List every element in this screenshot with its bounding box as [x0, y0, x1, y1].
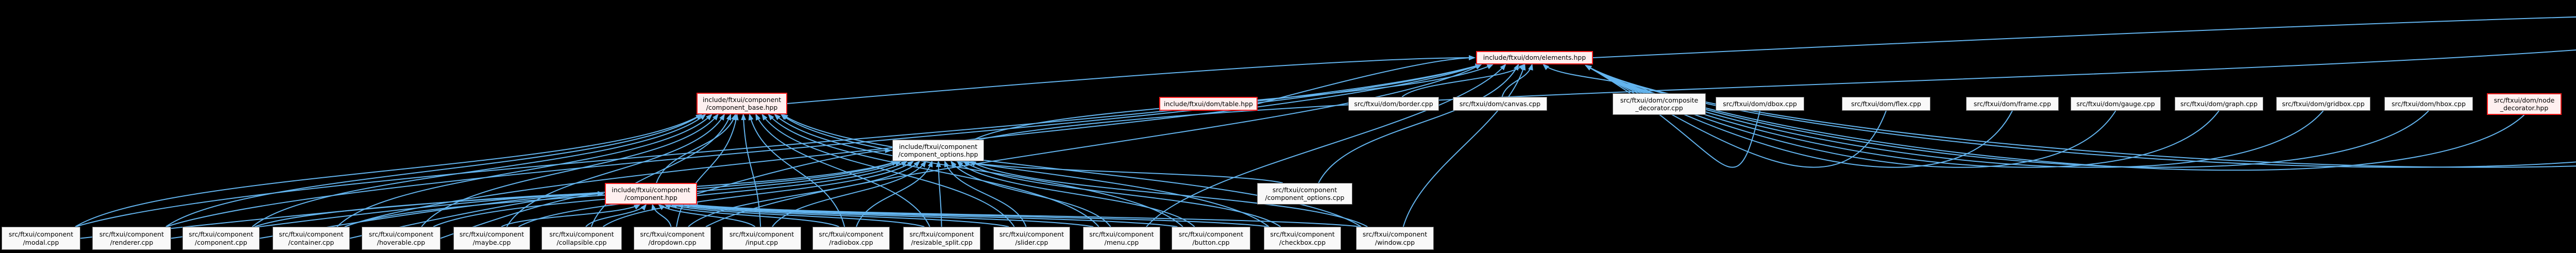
graph-edge [950, 160, 1111, 227]
graph-edge [772, 160, 927, 227]
graph-node-dropdown_cpp[interactable]: src/ftxui/component /dropdown.cpp [634, 227, 711, 250]
graph-node-menu_cpp[interactable]: src/ftxui/component /menu.cpp [1083, 227, 1160, 250]
graph-edge [75, 63, 1482, 227]
graph-node-border_cpp[interactable]: src/ftxui/dom/border.cpp [1348, 97, 1439, 111]
graph-edge [1592, 16, 2576, 58]
graph-edge [691, 203, 1269, 227]
graph-node-gauge_cpp[interactable]: src/ftxui/dom/gauge.cpp [2071, 97, 2161, 111]
graph-node-node_decorator_hpp[interactable]: src/ftxui/dom/node _decorator.hpp [2487, 93, 2562, 115]
graph-edge [656, 113, 736, 183]
graph-edge [651, 204, 672, 227]
graph-node-gridbox_cpp[interactable]: src/ftxui/dom/gridbox.cpp [2276, 97, 2370, 111]
graph-node-frame_cpp[interactable]: src/ftxui/dom/frame.cpp [1966, 97, 2059, 111]
graph-edge [254, 160, 899, 227]
graph-edge [936, 160, 942, 227]
graph-edge [252, 113, 706, 227]
graph-edge [962, 160, 1281, 227]
graph-edge [590, 113, 732, 227]
graph-edge [1585, 65, 2219, 168]
graph-node-container_cpp[interactable]: src/ftxui/component /container.cpp [273, 227, 350, 250]
graph-node-radiobox_cpp[interactable]: src/ftxui/component /radiobox.cpp [812, 227, 890, 250]
graph-edge [944, 160, 1027, 227]
graph-edge [506, 113, 725, 227]
graph-edge [336, 113, 713, 227]
graph-node-checkbox_cpp[interactable]: src/ftxui/component /checkbox.cpp [1264, 227, 1341, 250]
graph-edge [1501, 63, 1533, 97]
graph-node-collapsible_cpp[interactable]: src/ftxui/component /collapsible.cpp [541, 227, 622, 250]
graph-edge [518, 161, 908, 227]
graph-node-table_hpp[interactable]: include/ftxui/dom/table.hpp [1159, 97, 1258, 111]
graph-edge [683, 203, 1094, 227]
graph-node-component_hpp[interactable]: include/ftxui/component /component.hpp [605, 183, 697, 205]
graph-edge [1585, 65, 2116, 168]
graph-node-component_cpp[interactable]: src/ftxui/component /component.cpp [182, 227, 260, 250]
graph-node-renderer_cpp[interactable]: src/ftxui/component /renderer.cpp [92, 227, 171, 250]
graph-node-canvas_cpp[interactable]: src/ftxui/dom/canvas.cpp [1453, 97, 1547, 111]
graph-edge [1585, 65, 1887, 168]
graph-node-flex_cpp[interactable]: src/ftxui/dom/flex.cpp [1842, 97, 1930, 111]
graph-node-hoverable_cpp[interactable]: src/ftxui/component /hoverable.cpp [362, 227, 440, 250]
graph-edge [165, 63, 1482, 227]
graph-node-slider_cpp[interactable]: src/ftxui/component /slider.cpp [993, 227, 1070, 250]
graph-edge [1146, 63, 1506, 227]
graph-edge [676, 203, 1009, 227]
graph-edge [1257, 55, 1476, 105]
graph-edge [969, 161, 1368, 227]
graph-edge [501, 204, 641, 227]
graph-edge [1402, 63, 1526, 227]
graph-node-component_base_hpp[interactable]: include/ftxui/component /component_base.… [697, 93, 787, 114]
graph-node-hbox_cpp[interactable]: src/ftxui/dom/hbox.cpp [2384, 97, 2473, 111]
graph-edge [165, 113, 703, 227]
graph-node-maybe_cpp[interactable]: src/ftxui/component /maybe.cpp [453, 227, 530, 250]
graph-node-modal_cpp[interactable]: src/ftxui/component /modal.cpp [2, 227, 80, 250]
graph-edge [741, 113, 761, 227]
graph-node-resizable_split_cpp[interactable]: src/ftxui/component /resizable_split.cpp [903, 227, 980, 250]
graph-node-graph_cpp[interactable]: src/ftxui/dom/graph.cpp [2175, 97, 2263, 111]
graph-edge [978, 49, 2576, 140]
graph-edge [705, 64, 1482, 227]
graph-node-dbox_cpp[interactable]: src/ftxui/dom/dbox.cpp [1716, 97, 1804, 111]
graph-edge [956, 160, 1195, 227]
graph-edge [780, 113, 1269, 227]
graph-node-input_cpp[interactable]: src/ftxui/component /input.cpp [722, 227, 801, 250]
graph-node-elements_hpp[interactable]: include/ftxui/dom/elements.hpp [1476, 51, 1593, 64]
graph-edge [1585, 65, 2576, 168]
graph-node-composite_decorator_cpp[interactable]: src/ftxui/dom/composite _decorator.cpp [1613, 93, 1706, 115]
graph-edge [781, 113, 1362, 227]
graph-edge [748, 113, 845, 227]
graph-node-component_options_cpp[interactable]: src/ftxui/component /component_options.c… [1257, 183, 1352, 205]
graph-edge [1542, 63, 1652, 94]
graph-edge [1585, 65, 2013, 168]
graph-edge [585, 204, 647, 227]
graph-edge [689, 203, 1178, 227]
graph-edge [755, 113, 930, 227]
graph-edge [676, 113, 739, 227]
graph-edge [688, 160, 921, 227]
graph-edge [664, 204, 840, 227]
graph-node-component_options_hpp[interactable]: include/ftxui/component /component_optio… [892, 140, 984, 161]
graph-edge [602, 160, 914, 227]
graph-edge [75, 113, 703, 227]
graph-edge [787, 55, 1476, 104]
graph-node-window_cpp[interactable]: src/ftxui/component /window.cpp [1356, 227, 1434, 250]
graph-edge [962, 160, 1283, 183]
graph-edge [761, 113, 1015, 227]
graph-edge [670, 204, 925, 227]
graph-node-button_cpp[interactable]: src/ftxui/component /button.cpp [1172, 227, 1250, 250]
graph-edge [774, 113, 1183, 227]
graph-edge [421, 113, 719, 227]
graph-edge [1318, 63, 1519, 183]
